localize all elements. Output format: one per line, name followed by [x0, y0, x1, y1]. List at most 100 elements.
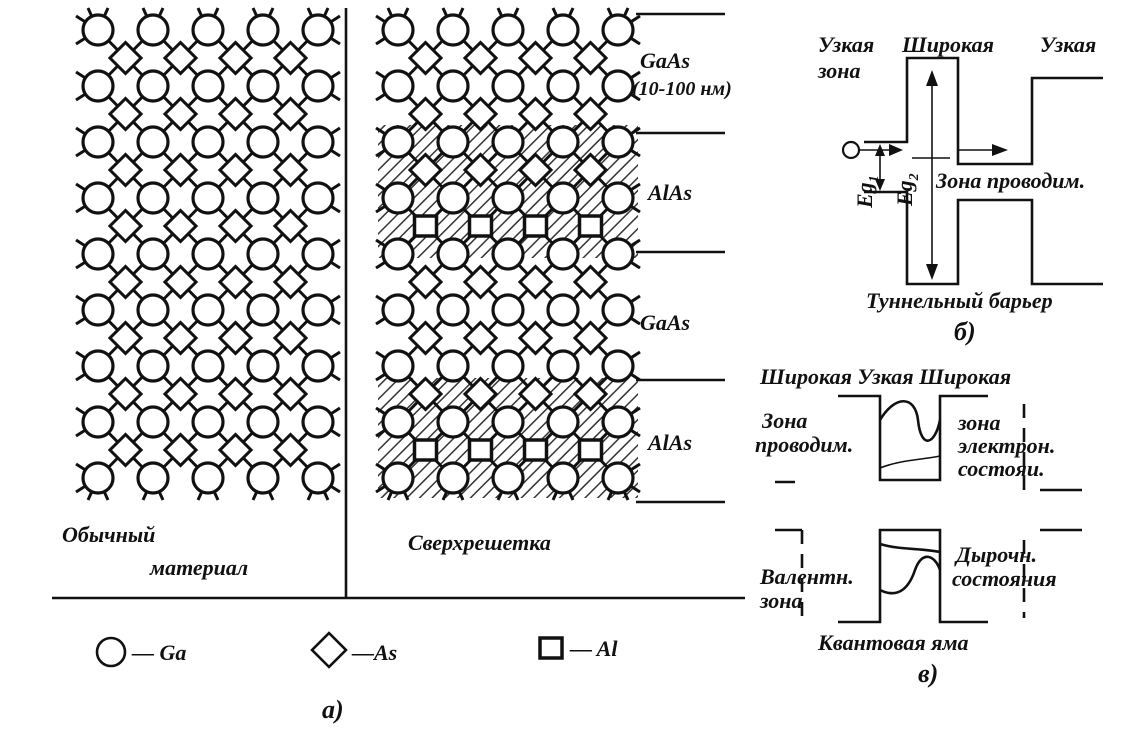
ga-atom: [81, 237, 115, 271]
as-atom: [272, 264, 309, 300]
ga-atom: [246, 125, 280, 159]
as-atom: [162, 376, 199, 412]
as-atom: [107, 376, 144, 412]
panel-b-label: б): [954, 317, 976, 346]
as-atom: [517, 96, 554, 132]
ga-atom: [601, 69, 635, 103]
ga-atom: [246, 181, 280, 215]
ordinary-caption: материал: [149, 555, 248, 580]
as-atom: [162, 208, 199, 244]
as-atom: [107, 96, 144, 132]
quantum-well-diagram: [775, 394, 1082, 624]
ga-atom: [381, 125, 415, 159]
legend-as: —As: [351, 640, 397, 665]
label-conduction: проводим.: [755, 432, 853, 457]
as-atom: [462, 96, 499, 132]
label-hole-states: Дырочн.: [954, 542, 1037, 567]
ga-atom: [381, 461, 415, 495]
as-atom: [407, 152, 444, 188]
ga-atom: [301, 461, 335, 495]
as-atom: [107, 208, 144, 244]
arrow-head: [926, 264, 938, 280]
as-atom: [217, 208, 254, 244]
eg1-label: Eg1: [852, 175, 882, 209]
ga-atom: [436, 349, 470, 383]
ga-atom: [81, 405, 115, 439]
ga-atom: [136, 69, 170, 103]
ga-atom: [436, 13, 470, 47]
ga-atom: [381, 69, 415, 103]
ga-atom: [491, 461, 525, 495]
ga-atom: [491, 125, 525, 159]
as-atom: [217, 40, 254, 76]
ga-atom: [136, 461, 170, 495]
label-conduction: Зона: [761, 408, 807, 433]
ga-atom: [191, 125, 225, 159]
ga-atom: [381, 293, 415, 327]
ga-atom: [81, 69, 115, 103]
svg-text:Eg2: Eg2: [892, 173, 922, 207]
ga-atom: [191, 293, 225, 327]
as-atom: [572, 264, 609, 300]
layer-thickness: (10-100 нм): [632, 78, 732, 100]
ga-atom: [546, 461, 580, 495]
ga-atom: [301, 69, 335, 103]
valence-band-edge: [864, 190, 1103, 286]
ga-atom: [381, 237, 415, 271]
al-atom: [577, 214, 604, 238]
arrow-head: [875, 179, 885, 191]
al-atom: [412, 438, 439, 462]
ga-atom: [136, 13, 170, 47]
label-narrow: Узкая: [818, 32, 874, 57]
ga-atom: [546, 125, 580, 159]
al-atom: [522, 438, 549, 462]
ga-atom: [301, 125, 335, 159]
ga-atom: [601, 125, 635, 159]
eg2-label: Eg2: [892, 173, 922, 207]
as-atom: [272, 40, 309, 76]
ga-atom: [301, 237, 335, 271]
as-atom: [162, 320, 199, 356]
tunnel-barrier-diagram: [841, 56, 1103, 286]
ga-atom: [301, 13, 335, 47]
label-hole-states: состояния: [952, 566, 1057, 591]
ga-atom: [546, 349, 580, 383]
ga-atom: [491, 237, 525, 271]
as-atom: [272, 96, 309, 132]
ga-atom: [136, 349, 170, 383]
as-atom: [462, 320, 499, 356]
as-atom: [462, 40, 499, 76]
label-narrow: Узкая: [1040, 32, 1096, 57]
ga-atom: [301, 181, 335, 215]
ga-atom: [246, 13, 280, 47]
legend-ga-symbol: [95, 636, 127, 668]
as-atom: [462, 376, 499, 412]
ga-atom: [601, 237, 635, 271]
ga-atom: [301, 349, 335, 383]
as-atom: [107, 40, 144, 76]
ga-atom: [436, 125, 470, 159]
as-atom: [107, 320, 144, 356]
as-atom: [572, 40, 609, 76]
ga-atom: [546, 293, 580, 327]
ga-atom: [81, 125, 115, 159]
as-atom: [217, 376, 254, 412]
ga-atom: [601, 405, 635, 439]
ga-atom: [246, 405, 280, 439]
ga-atom: [546, 237, 580, 271]
layer-label-alas: AlAs: [646, 180, 692, 205]
ga-atom: [246, 69, 280, 103]
ga-atom: [381, 181, 415, 215]
ga-atom: [381, 349, 415, 383]
ga-atom: [246, 349, 280, 383]
ga-atom: [136, 293, 170, 327]
label-wide: Широкая: [901, 32, 994, 57]
ga-atom: [601, 13, 635, 47]
ordinary-caption: Обычный: [62, 522, 155, 547]
ordinary-material-lattice: [75, 7, 341, 501]
ga-atom: [301, 405, 335, 439]
legend-al: — Al: [569, 636, 618, 661]
ga-atom: [491, 13, 525, 47]
conduction-band-edge: [838, 394, 988, 482]
label-electron-states: электрон.: [957, 433, 1055, 458]
